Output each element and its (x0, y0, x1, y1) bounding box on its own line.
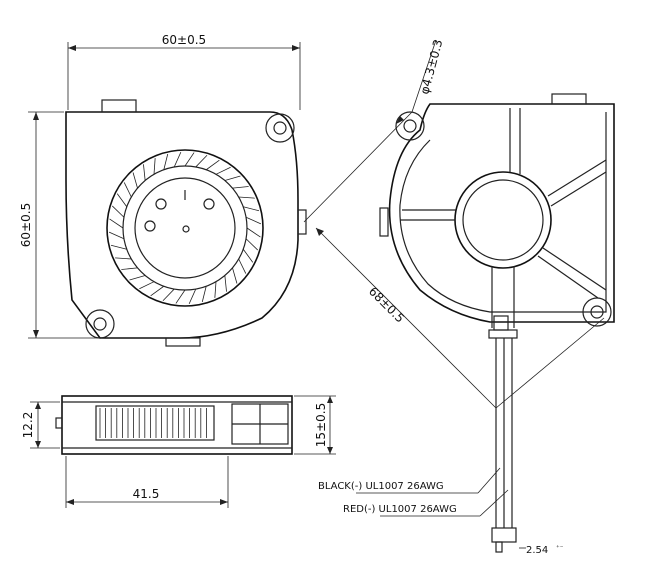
rear-housing-inner (399, 112, 607, 313)
impeller-blade (121, 267, 138, 270)
rear-ear-top-hole (403, 119, 417, 133)
impeller-blade (188, 288, 197, 305)
rear-housing-outline (388, 103, 615, 323)
spoke-right-lower (542, 247, 607, 291)
impeller-blade (116, 193, 128, 208)
dim-diagonal-label: 68±0.5 (366, 284, 407, 325)
impeller-blade (245, 238, 259, 251)
connector-pin (495, 541, 503, 553)
dim-bottom-width-label: 41.5 (133, 487, 160, 501)
wire-exit-block (493, 315, 509, 331)
dim-side-left: 12.2 (21, 401, 60, 449)
rear-view (379, 93, 615, 339)
front-top-tab (101, 99, 137, 113)
wire-bundle: 2.54 ⁺⁻ (491, 338, 564, 556)
impeller-blade (215, 166, 231, 175)
pin-pitch-mark: ⁺⁻ (556, 544, 564, 552)
impeller-blade (150, 285, 165, 297)
impeller-blades (108, 151, 262, 305)
dim-side-left-label: 12.2 (21, 412, 35, 439)
side-view (55, 395, 293, 455)
spoke-right-lower-2 (537, 255, 599, 299)
impeller-blade (224, 175, 241, 181)
rear-side-tab (379, 207, 389, 237)
side-tab (55, 417, 63, 429)
impeller-blade (184, 152, 195, 167)
wire-connector (491, 527, 517, 543)
impeller-blade (108, 231, 125, 240)
wire-strain-relief (488, 329, 518, 339)
rear-ear-top (395, 111, 425, 141)
rear-hub-outer (454, 171, 552, 269)
impeller-blade (111, 205, 125, 218)
red-wire-label: RED(-) UL1007 26AWG (343, 504, 457, 515)
rear-top-tab (551, 93, 587, 105)
impeller-blade (109, 218, 124, 229)
impeller-blade (242, 248, 254, 263)
hub-hole-1 (155, 198, 167, 210)
impeller-blade (214, 281, 217, 298)
dim-left-height-label: 60±0.5 (19, 203, 33, 247)
impeller-blade (153, 158, 156, 175)
side-impeller-fins (99, 408, 207, 438)
front-side-tab (297, 209, 307, 235)
pin-pitch-label: 2.54 (526, 545, 548, 556)
impeller-blade (238, 258, 247, 274)
impeller-blade-ring (122, 165, 248, 291)
black-wire-label: BLACK(-) UL1007 26AWG (318, 481, 444, 492)
dim-side-right-label: 15±0.5 (314, 403, 328, 447)
impeller-blade (162, 288, 175, 302)
rear-ear-bottom-hole (590, 305, 604, 319)
impeller-blade (201, 286, 207, 303)
impeller-blade (224, 275, 227, 292)
impeller-blade (132, 172, 138, 189)
impeller-blade (139, 281, 155, 290)
front-housing-outline (65, 111, 299, 339)
side-impeller-block (95, 405, 215, 441)
hub-hole-3 (144, 220, 156, 232)
hub-hole-2 (203, 198, 215, 210)
impeller-blade (143, 164, 146, 181)
dim-diagonal: 68±0.5 (315, 227, 605, 409)
front-view (65, 99, 307, 347)
impeller-blade (173, 151, 182, 168)
impeller-blade (175, 289, 186, 304)
impeller-blade (123, 182, 132, 198)
rear-hub-inner (462, 179, 544, 261)
impeller-blade (246, 227, 261, 238)
dim-top-width-label: 60±0.5 (162, 33, 206, 47)
impeller-blade (115, 257, 132, 260)
dim-top-width: 60±0.5 (67, 33, 301, 110)
dim-side-right: 15±0.5 (294, 395, 336, 455)
dim-left-height: 60±0.5 (19, 111, 100, 339)
impeller-blade (110, 244, 127, 250)
impeller-blade (163, 153, 169, 170)
wire-labels: BLACK(-) UL1007 26AWG RED(-) UL1007 26AW… (318, 467, 509, 517)
impeller-blade (129, 275, 146, 281)
dim-bottom-width: 41.5 (65, 456, 229, 508)
front-ear-top (265, 113, 295, 143)
impeller-outer-ring (106, 149, 264, 307)
spoke-right-upper-2 (550, 171, 607, 207)
hub-center (182, 225, 190, 233)
dim-hole-diameter: φ4.3±0.3 (303, 38, 445, 223)
impeller-blade (238, 196, 255, 199)
impeller-blade (245, 216, 262, 225)
front-ear-bottom-hole (93, 317, 107, 331)
impeller-hub (134, 177, 236, 279)
front-ear-top-hole (273, 121, 287, 135)
impeller-blade (205, 159, 220, 171)
impeller-blade (232, 267, 238, 284)
impeller-blade (195, 154, 208, 168)
impeller-blade (243, 206, 260, 212)
front-bottom-tab (165, 337, 201, 347)
dim-hole-diameter-label: φ4.3±0.3 (417, 38, 445, 96)
impeller-blade (232, 186, 249, 189)
spoke-right-upper (547, 159, 607, 197)
